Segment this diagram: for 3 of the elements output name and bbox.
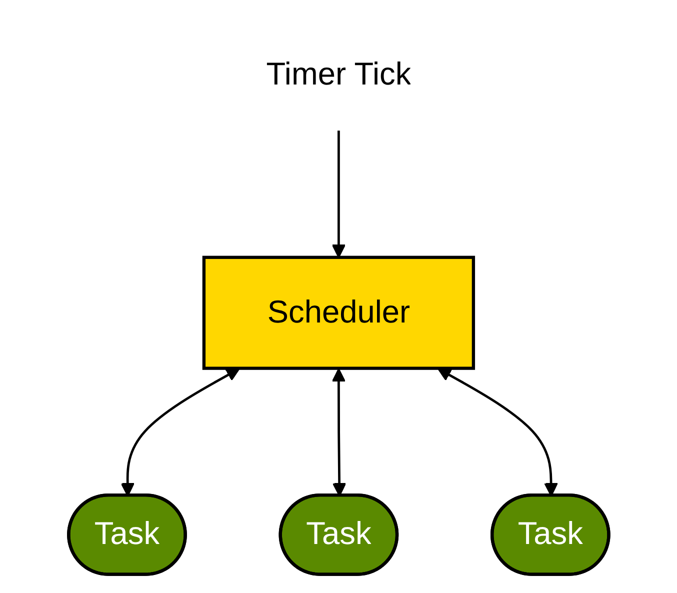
node-box: Scheduler <box>202 255 475 370</box>
arrow <box>332 130 346 258</box>
node-text: Timer Tick <box>266 57 411 92</box>
